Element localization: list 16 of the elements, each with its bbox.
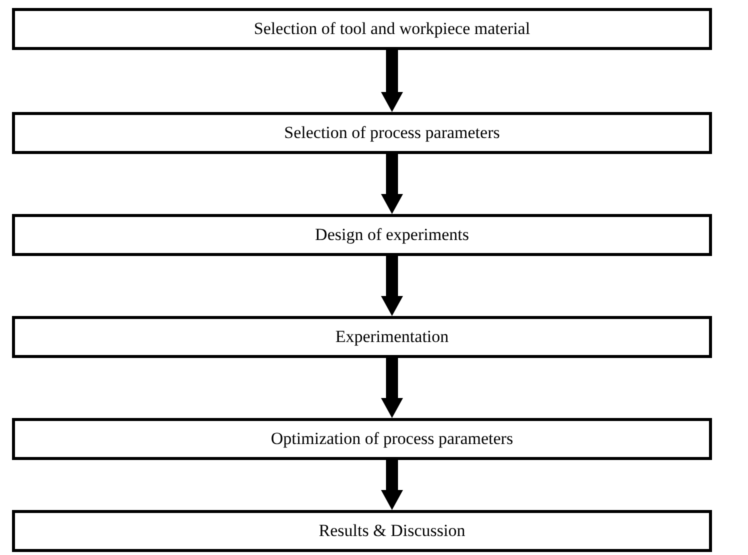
arrow	[381, 154, 403, 214]
arrow	[381, 460, 403, 510]
step-label: Experimentation	[335, 326, 449, 348]
step-label: Selection of process parameters	[284, 122, 500, 144]
process-box	[12, 510, 712, 552]
process-box	[12, 8, 712, 50]
process-box	[12, 418, 712, 460]
step-label: Results & Discussion	[318, 520, 466, 542]
step-label: Optimization of process parameters	[270, 428, 514, 450]
arrow	[381, 256, 403, 316]
process-box	[12, 214, 712, 256]
arrow	[381, 50, 403, 112]
process-box	[12, 316, 712, 358]
step-label: Selection of tool and workpiece material	[254, 18, 530, 40]
process-box	[12, 112, 712, 154]
step-label: Design of experiments	[315, 224, 469, 246]
